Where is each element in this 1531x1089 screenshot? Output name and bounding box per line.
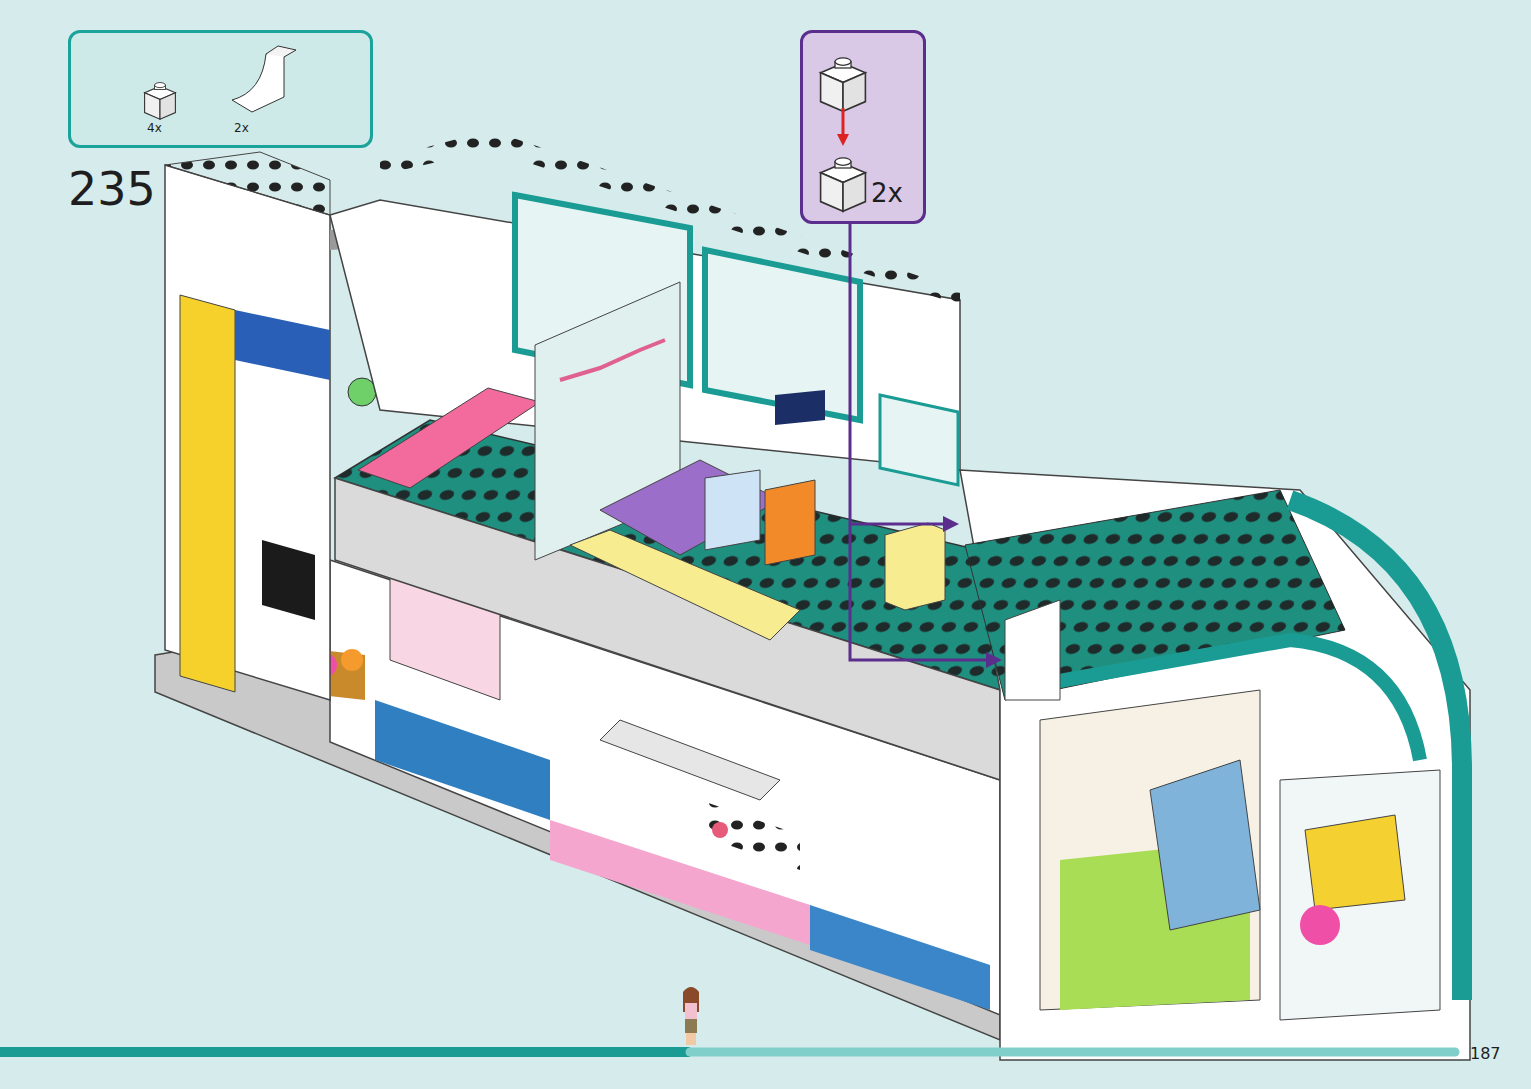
- callout-count: 2x: [871, 180, 903, 206]
- part-count: 2x: [234, 122, 249, 134]
- part-count: 4x: [147, 122, 162, 134]
- step-number: 235: [68, 166, 156, 212]
- page-number: 187: [1470, 1046, 1501, 1062]
- parts-box: 4x 2x: [68, 30, 373, 148]
- callout-box: 2x: [800, 30, 926, 224]
